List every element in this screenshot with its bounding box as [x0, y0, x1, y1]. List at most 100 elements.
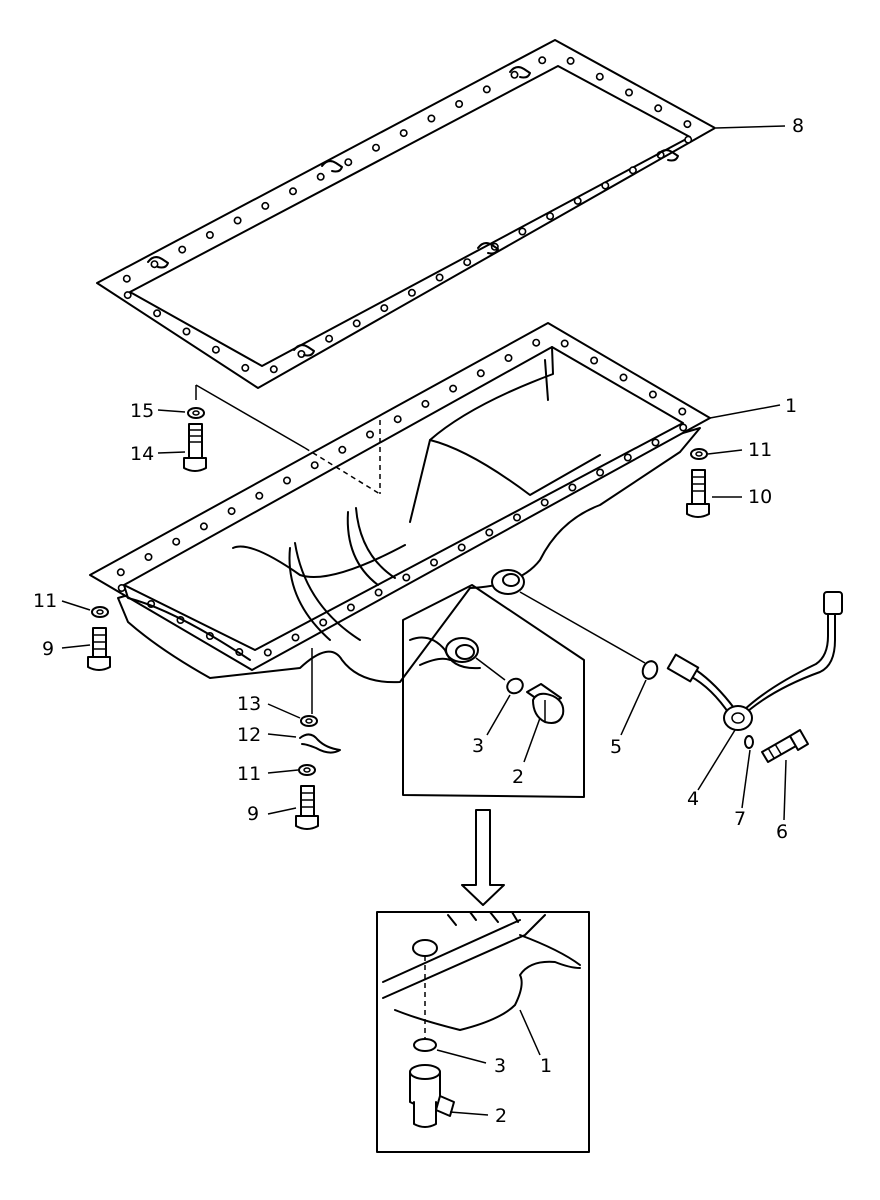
bolt-hole	[122, 274, 131, 283]
bolt-hole	[476, 369, 485, 378]
bolt-hole	[510, 70, 519, 79]
bolt-hole	[628, 166, 637, 175]
bolt-hole	[352, 319, 361, 328]
bolt-hole	[619, 373, 628, 382]
bolt-hole	[325, 334, 334, 343]
bolt-hole	[407, 288, 416, 297]
bolt-hole	[532, 338, 541, 347]
bolt-hole	[150, 260, 159, 269]
bolt-hole	[399, 129, 408, 138]
bolt-hole	[624, 88, 633, 97]
callout-9-lower: 9	[247, 803, 259, 825]
bolt-hole	[316, 172, 325, 181]
washer-part-11-left	[91, 606, 109, 618]
bolt-hole	[455, 100, 464, 109]
drain-plug-detail-inset	[402, 584, 646, 798]
bolt-hole	[654, 104, 663, 113]
bolt-hole	[144, 552, 153, 561]
bolt-hole	[679, 423, 688, 432]
callout-11-lower: 11	[237, 763, 261, 785]
callout-1-lower: 1	[540, 1055, 552, 1077]
washer-part-7	[744, 735, 754, 749]
bolt-hole	[178, 245, 187, 254]
bolt-hole	[402, 573, 411, 582]
bolt-hole	[344, 158, 353, 167]
bolt-hole	[380, 304, 389, 313]
drain-valve-detail-inset	[376, 911, 590, 1153]
bolt-hole	[393, 415, 402, 424]
bolt-hole	[182, 327, 191, 336]
detail-arrow	[461, 809, 505, 906]
callout-labels: 8 1 15 14 11 10 11 9 13 12 11 9 3 2 5 4 …	[33, 115, 804, 1127]
callout-6: 6	[776, 821, 788, 843]
bolt-hole	[651, 438, 660, 447]
washer-part-15	[187, 407, 205, 419]
oil-level-sensor-part-4	[666, 591, 843, 731]
callout-10: 10	[748, 486, 772, 508]
callout-3-inset: 3	[472, 735, 484, 757]
callout-7: 7	[734, 808, 746, 830]
bolt-hole	[435, 273, 444, 282]
bolt-hole	[566, 56, 575, 65]
washer-part-11-lower	[298, 764, 316, 776]
drain-plug-part-2	[526, 683, 565, 724]
callout-2-lower: 2	[495, 1105, 507, 1127]
bolt-hole	[684, 135, 693, 144]
callout-14: 14	[130, 443, 154, 465]
bolt-part-6	[761, 729, 809, 763]
callout-11-left: 11	[33, 590, 57, 612]
bolt-hole	[601, 181, 610, 190]
bolt-hole	[288, 187, 297, 196]
callout-leaders	[61, 125, 787, 1116]
bolt-hole	[346, 603, 355, 612]
bolt-hole	[518, 227, 527, 236]
bolt-hole	[269, 365, 278, 374]
callout-12: 12	[237, 724, 261, 746]
bolt-hole	[596, 468, 605, 477]
bolt-hole	[463, 258, 472, 267]
bolt-hole	[427, 114, 436, 123]
bolt-hole	[568, 483, 577, 492]
bolt-hole	[310, 461, 319, 470]
washer-part-13	[300, 715, 318, 727]
washer-part-11-right	[690, 448, 708, 460]
bolt-hole	[211, 345, 220, 354]
callout-15: 15	[130, 400, 154, 422]
bolt-hole	[338, 445, 347, 454]
bolt-hole	[291, 633, 300, 642]
bolt-hole	[504, 353, 513, 362]
bolt-hole	[263, 648, 272, 657]
callout-9-left: 9	[42, 638, 54, 660]
bolt-hole	[282, 476, 291, 485]
bolt-hole	[573, 196, 582, 205]
bolt-hole	[648, 390, 657, 399]
gasket-part-8	[96, 39, 716, 389]
bolt-hole	[540, 498, 549, 507]
bolt-hole	[678, 407, 687, 416]
oil-pan-part-1	[89, 322, 711, 684]
callout-3-lower: 3	[494, 1055, 506, 1077]
callout-4: 4	[687, 788, 699, 810]
bolt-hole	[457, 543, 466, 552]
bolt-hole	[512, 513, 521, 522]
bolt-hole	[227, 507, 236, 516]
bolt-hole	[153, 309, 162, 318]
drain-valve-part-2	[409, 1064, 455, 1128]
bolt-hole	[199, 522, 208, 531]
bolt-hole	[482, 85, 491, 94]
bolt-hole	[319, 618, 328, 627]
bolt-hole	[205, 231, 214, 240]
bolt-hole	[421, 399, 430, 408]
bolt-hole	[538, 56, 547, 65]
callout-2-inset: 2	[512, 766, 524, 788]
bolt-hole	[449, 384, 458, 393]
bolt-hole	[261, 201, 270, 210]
bolt-part-14	[183, 423, 207, 472]
bolt-hole	[590, 356, 599, 365]
clip-part-12	[299, 733, 341, 754]
bolt-hole	[683, 120, 692, 129]
bolt-hole	[374, 588, 383, 597]
bolt-hole	[241, 363, 250, 372]
callout-8: 8	[792, 115, 804, 137]
